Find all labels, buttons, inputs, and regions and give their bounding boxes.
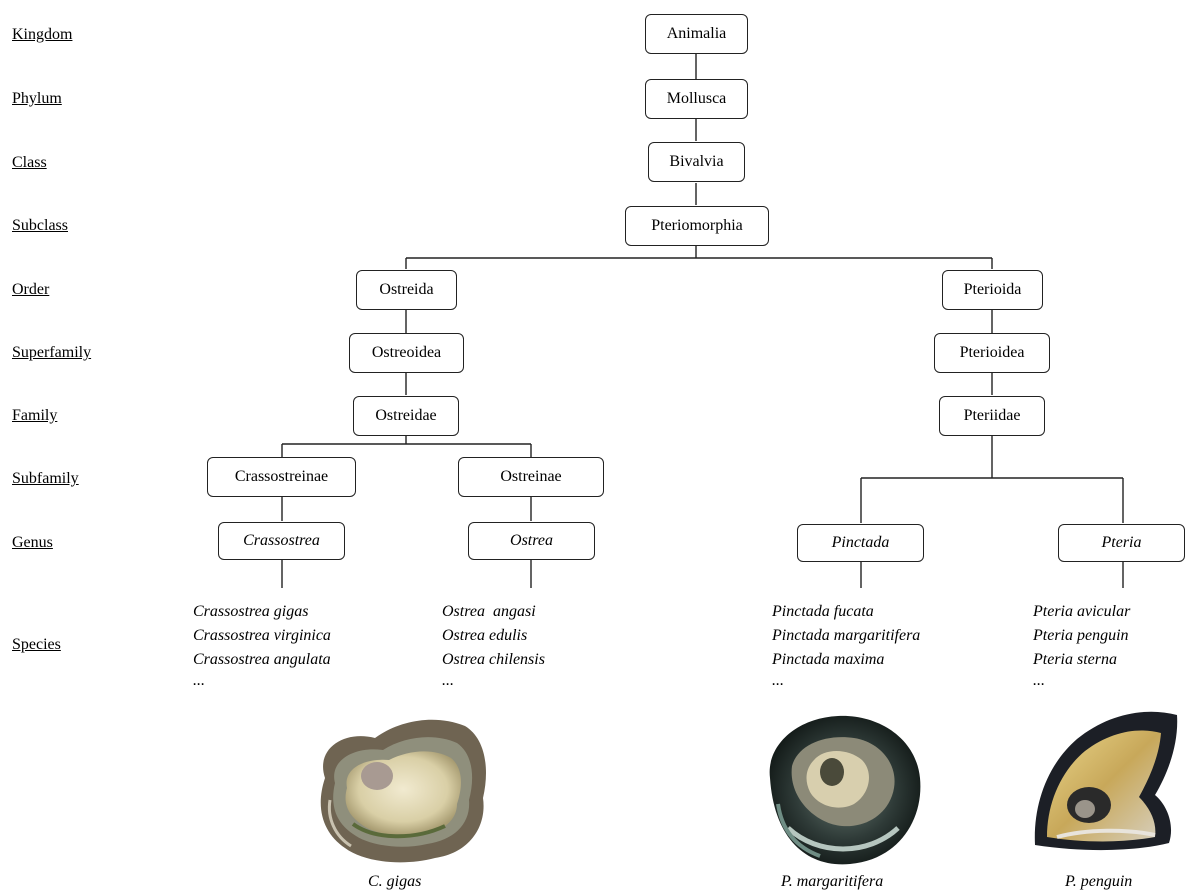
- rank-kingdom: Kingdom: [12, 26, 73, 43]
- species-ellipsis: ...: [1033, 672, 1045, 689]
- species-item: Pinctada margaritifera: [772, 627, 921, 644]
- rank-genus: Genus: [12, 534, 53, 551]
- species-list-pinctada: Pinctada fucata Pinctada margaritifera P…: [772, 600, 920, 690]
- node-order-pterioida: Pterioida: [942, 270, 1043, 310]
- node-subclass: Pteriomorphia: [625, 206, 769, 246]
- species-item: Pinctada fucata: [772, 603, 874, 620]
- node-superfamily-ostreoidea: Ostreoidea: [349, 333, 464, 373]
- node-phylum: Mollusca: [645, 79, 748, 119]
- node-family-ostreidae: Ostreidae: [353, 396, 459, 436]
- species-item: Ostrea angasi: [442, 603, 536, 620]
- node-genus-pinctada: Pinctada: [797, 524, 924, 562]
- species-item: Crassostrea virginica: [193, 627, 331, 644]
- caption-p-margaritifera: P. margaritifera: [781, 873, 884, 890]
- species-item: Pteria penguin: [1033, 627, 1129, 644]
- node-genus-ostrea: Ostrea: [468, 522, 595, 560]
- node-genus-crassostrea: Crassostrea: [218, 522, 345, 560]
- rank-species: Species: [12, 636, 61, 653]
- species-item: Ostrea edulis: [442, 627, 528, 644]
- species-item: Crassostrea gigas: [193, 603, 309, 620]
- species-item: Pinctada maxima: [772, 651, 885, 668]
- species-ellipsis: ...: [193, 672, 205, 689]
- rank-phylum: Phylum: [12, 90, 62, 107]
- oyster-photo-p-penguin: [1034, 711, 1178, 851]
- rank-subfamily: Subfamily: [12, 470, 79, 487]
- species-list-crassostrea: Crassostrea gigas Crassostrea virginica …: [193, 600, 331, 690]
- caption-c-gigas: C. gigas: [368, 873, 422, 890]
- rank-class: Class: [12, 154, 47, 171]
- node-kingdom: Animalia: [645, 14, 748, 54]
- species-item: Crassostrea angulata: [193, 651, 331, 668]
- species-ellipsis: ...: [772, 672, 784, 689]
- node-subfamily-ostreinae: Ostreinae: [458, 457, 604, 497]
- species-item: Pteria avicular: [1033, 603, 1131, 620]
- node-class: Bivalvia: [648, 142, 745, 182]
- node-order-ostreida: Ostreida: [356, 270, 457, 310]
- caption-p-penguin: P. penguin: [1065, 873, 1133, 890]
- node-subfamily-crassostreinae: Crassostreinae: [207, 457, 356, 497]
- oyster-photo-c-gigas: [320, 719, 486, 863]
- rank-subclass: Subclass: [12, 217, 68, 234]
- species-item: Pteria sterna: [1033, 651, 1117, 668]
- species-list-ostrea: Ostrea angasi Ostrea edulis Ostrea chile…: [442, 600, 545, 690]
- node-family-pteriidae: Pteriidae: [939, 396, 1045, 436]
- species-ellipsis: ...: [442, 672, 454, 689]
- oyster-photo-p-margaritifera: [769, 715, 921, 865]
- species-list-pteria: Pteria avicular Pteria penguin Pteria st…: [1033, 600, 1130, 690]
- rank-order: Order: [12, 281, 50, 298]
- node-superfamily-pterioidea: Pterioidea: [934, 333, 1050, 373]
- species-item: Ostrea chilensis: [442, 651, 545, 668]
- rank-family: Family: [12, 407, 58, 424]
- rank-superfamily: Superfamily: [12, 344, 92, 361]
- node-genus-pteria: Pteria: [1058, 524, 1185, 562]
